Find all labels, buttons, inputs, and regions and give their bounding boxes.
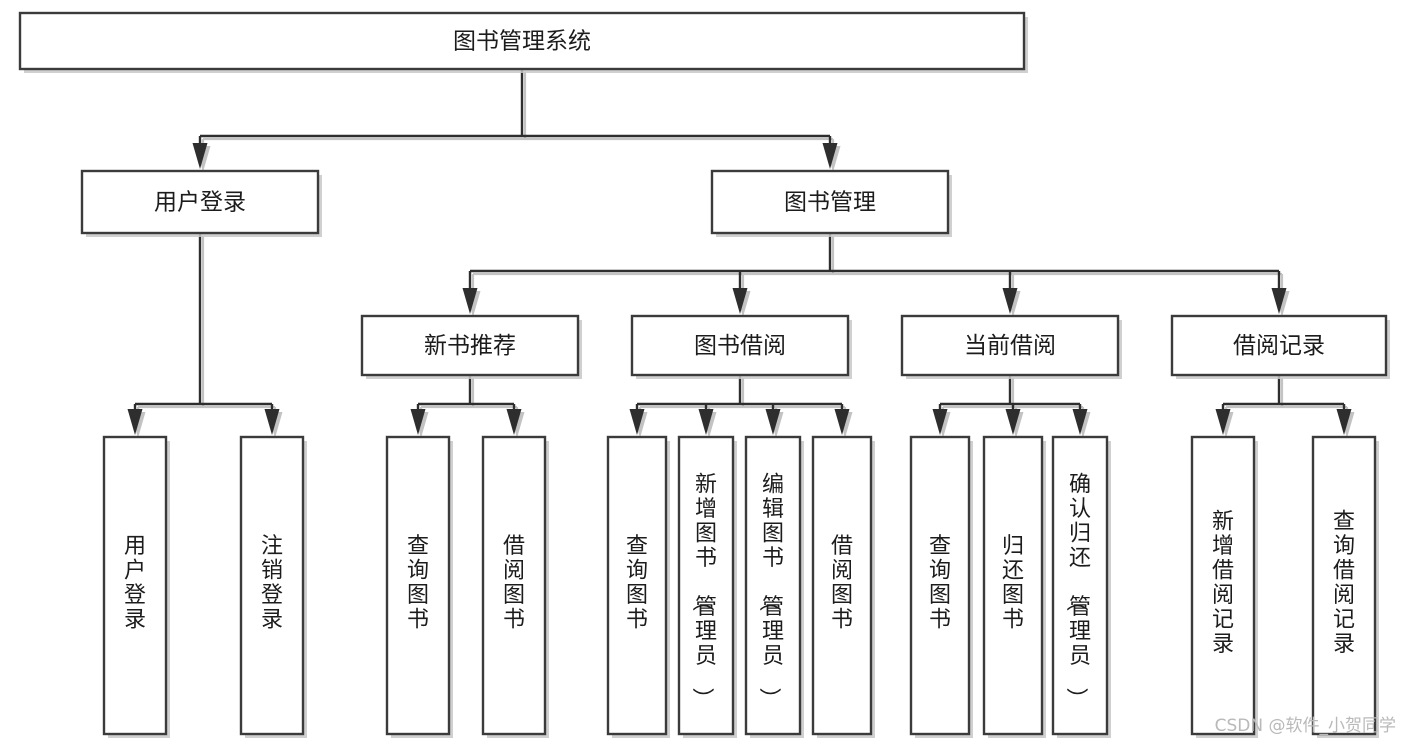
node-label: 用户登录 bbox=[124, 534, 146, 633]
node-leaf-add-borrow-record[interactable]: 新增借阅记录 bbox=[1190, 435, 1258, 738]
arrow-to-leaf-user-login-head bbox=[127, 409, 143, 435]
node-label: 注销登录 bbox=[261, 534, 283, 633]
node-leaf-query-borrow-record[interactable]: 查询借阅记录 bbox=[1311, 435, 1379, 738]
node-label: 图书借阅 bbox=[694, 333, 786, 359]
node-label: 借阅图书 bbox=[503, 534, 525, 633]
node-box[interactable] bbox=[102, 435, 168, 736]
node-box[interactable] bbox=[239, 435, 305, 736]
arrow-to-book-borrow-head bbox=[732, 288, 748, 314]
node-label: 借阅图书 bbox=[831, 534, 853, 633]
node-borrow-record[interactable]: 借阅记录 bbox=[1170, 314, 1390, 379]
arrow-to-leaf-query-borrow-record-head bbox=[1336, 409, 1352, 435]
node-leaf-query-book-2[interactable]: 查询图书 bbox=[606, 435, 670, 738]
node-box[interactable] bbox=[677, 435, 735, 736]
arrow-to-borrow-record-head bbox=[1271, 288, 1287, 314]
node-book-borrow[interactable]: 图书借阅 bbox=[630, 314, 852, 379]
node-current-borrow[interactable]: 当前借阅 bbox=[900, 314, 1122, 379]
node-leaf-return-book[interactable]: 归还图书 bbox=[982, 435, 1046, 738]
node-leaf-edit-book-admin[interactable]: 编辑图书（管理员） bbox=[744, 435, 804, 738]
node-label: 新增借阅记录 bbox=[1212, 509, 1234, 657]
node-box[interactable] bbox=[909, 435, 971, 736]
node-label: 借阅记录 bbox=[1233, 333, 1325, 359]
node-box[interactable] bbox=[1051, 435, 1109, 736]
arrow-to-leaf-add-book-admin-head bbox=[698, 409, 714, 435]
node-leaf-query-book-1[interactable]: 查询图书 bbox=[385, 435, 453, 738]
node-label: 查询图书 bbox=[929, 534, 951, 633]
node-label: 确认归还（管理员） bbox=[1063, 473, 1091, 710]
connector-layer bbox=[127, 69, 1355, 438]
node-leaf-borrow-book-2[interactable]: 借阅图书 bbox=[811, 435, 875, 738]
arrow-to-leaf-query-book-1-head bbox=[410, 409, 426, 435]
node-label: 编辑图书（管理员） bbox=[756, 473, 784, 710]
node-leaf-user-login[interactable]: 用户登录 bbox=[102, 435, 170, 738]
node-layer: 图书管理系统用户登录图书管理新书推荐图书借阅当前借阅借阅记录用户登录注销登录查询… bbox=[18, 11, 1390, 738]
node-box[interactable] bbox=[18, 11, 1026, 71]
node-box[interactable] bbox=[481, 435, 547, 736]
arrow-to-leaf-query-book-2-head bbox=[629, 409, 645, 435]
arrow-to-leaf-borrow-book-2-head bbox=[834, 409, 850, 435]
node-user-login[interactable]: 用户登录 bbox=[80, 169, 322, 237]
arrow-to-leaf-return-book-head bbox=[1005, 409, 1021, 435]
node-box[interactable] bbox=[900, 314, 1120, 377]
node-box[interactable] bbox=[710, 169, 950, 235]
arrow-to-leaf-borrow-book-1-head bbox=[506, 409, 522, 435]
node-leaf-add-book-admin[interactable]: 新增图书（管理员） bbox=[677, 435, 737, 738]
node-new-book-recommend[interactable]: 新书推荐 bbox=[360, 314, 582, 379]
node-label: 图书管理 bbox=[784, 190, 876, 216]
arrow-to-current-borrow-head bbox=[1002, 288, 1018, 314]
arrow-to-leaf-edit-book-admin-head bbox=[765, 409, 781, 435]
arrow-to-leaf-add-borrow-record-head bbox=[1215, 409, 1231, 435]
node-leaf-user-logout[interactable]: 注销登录 bbox=[239, 435, 307, 738]
node-box[interactable] bbox=[630, 314, 850, 377]
node-book-manage[interactable]: 图书管理 bbox=[710, 169, 952, 237]
node-label: 当前借阅 bbox=[964, 333, 1056, 359]
node-box[interactable] bbox=[811, 435, 873, 736]
node-leaf-query-book-3[interactable]: 查询图书 bbox=[909, 435, 973, 738]
node-box[interactable] bbox=[80, 169, 320, 235]
node-box[interactable] bbox=[982, 435, 1044, 736]
arrow-to-leaf-confirm-return-admin-head bbox=[1072, 409, 1088, 435]
node-leaf-borrow-book-1[interactable]: 借阅图书 bbox=[481, 435, 549, 738]
node-label: 新书推荐 bbox=[424, 333, 516, 359]
node-label: 查询图书 bbox=[626, 534, 648, 633]
node-root[interactable]: 图书管理系统 bbox=[18, 11, 1028, 73]
node-label: 查询图书 bbox=[407, 534, 429, 633]
arrow-to-user-login-head bbox=[192, 143, 208, 169]
node-label: 图书管理系统 bbox=[453, 29, 591, 55]
arrow-to-book-manage-head bbox=[822, 143, 838, 169]
node-box[interactable] bbox=[385, 435, 451, 736]
node-box[interactable] bbox=[1170, 314, 1388, 377]
node-box[interactable] bbox=[744, 435, 802, 736]
node-box[interactable] bbox=[1190, 435, 1256, 736]
node-label: 用户登录 bbox=[154, 190, 246, 216]
node-label: 归还图书 bbox=[1002, 534, 1024, 633]
watermark-label: CSDN @软件_小贺同学 bbox=[1215, 716, 1396, 736]
node-leaf-confirm-return-admin[interactable]: 确认归还（管理员） bbox=[1051, 435, 1111, 738]
node-box[interactable] bbox=[606, 435, 668, 736]
node-label: 新增图书（管理员） bbox=[689, 473, 717, 710]
arrow-to-new-book-recommend-head bbox=[462, 288, 478, 314]
arrow-to-leaf-query-book-3-head bbox=[932, 409, 948, 435]
node-box[interactable] bbox=[1311, 435, 1377, 736]
arrow-to-leaf-user-logout-head bbox=[264, 409, 280, 435]
node-label: 查询借阅记录 bbox=[1333, 509, 1355, 657]
node-box[interactable] bbox=[360, 314, 580, 377]
